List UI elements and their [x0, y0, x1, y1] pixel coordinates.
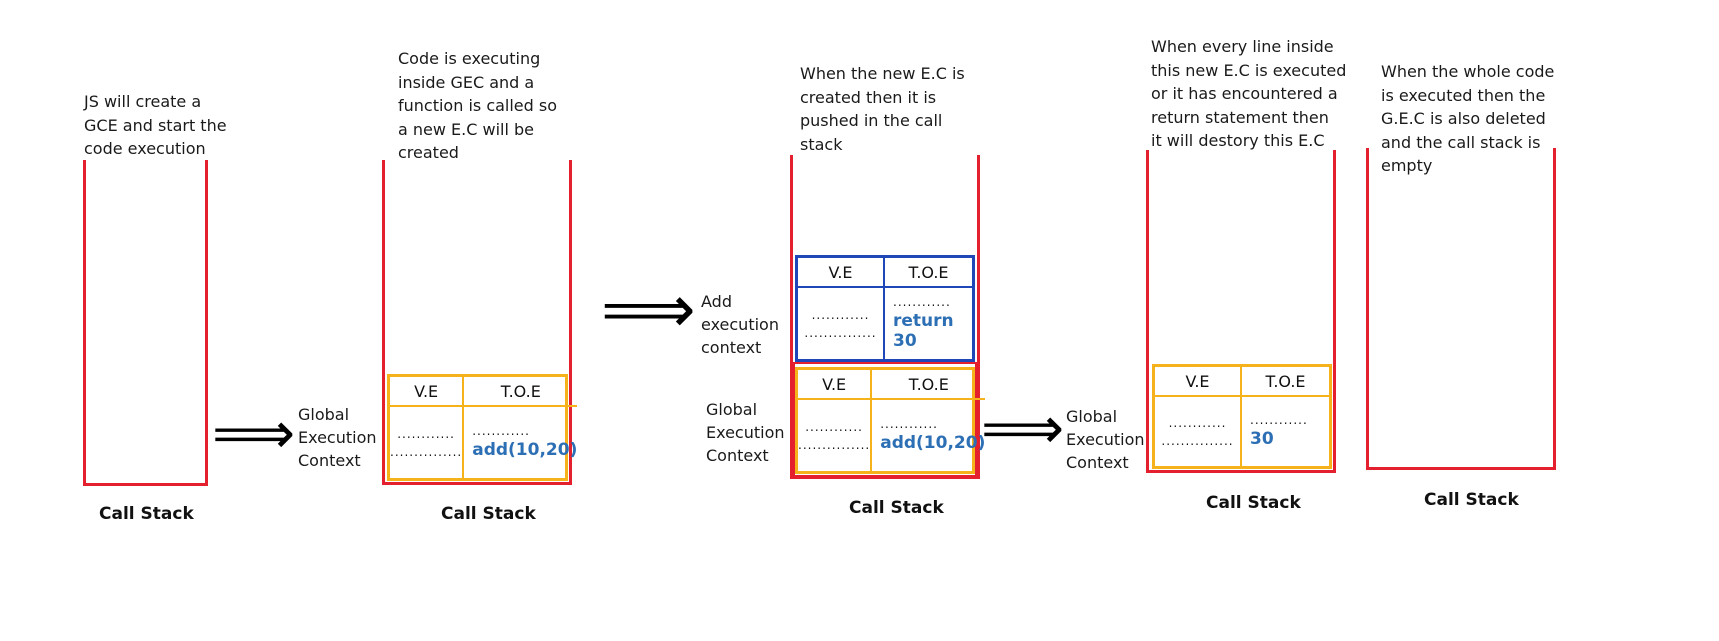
step2-note: Code is executing inside GEC and a funct…	[398, 49, 558, 162]
add-context-label-3: Add execution context	[701, 292, 779, 357]
arrow-1: ⟹	[212, 399, 296, 467]
ve-header: V.E	[798, 370, 873, 400]
call-stack-1	[83, 160, 208, 486]
arrow-3: ⟹	[981, 394, 1065, 462]
ve-body: ............ ...............	[1155, 397, 1242, 466]
call-stack-label-3: Call Stack	[849, 498, 944, 518]
ve-dots-1: ............	[397, 426, 455, 441]
ve-body: ............ ...............	[798, 288, 885, 359]
ve-dots-1: ............	[811, 307, 870, 322]
step1-note: JS will create a GCE and start the code …	[84, 92, 227, 158]
ve-header: V.E	[798, 258, 885, 288]
toe-value: return 30	[893, 311, 954, 351]
toe-header: T.O.E	[872, 370, 986, 400]
toe-dots: ............	[893, 295, 951, 309]
global-context-label-3: Global Execution Context	[706, 400, 785, 465]
toe-body: ............ return 30	[885, 288, 972, 359]
call-stack-4	[1146, 150, 1336, 473]
add-execution-context-3: V.E T.O.E ............ ............... .…	[795, 255, 975, 362]
ve-dots-1: ............	[805, 419, 863, 434]
global-execution-context-4: V.E T.O.E ............ ............... .…	[1152, 364, 1332, 469]
toe-value: add(10,20)	[880, 433, 986, 453]
ve-dots-2: ...............	[390, 444, 463, 459]
toe-value: add(10,20)	[472, 440, 578, 460]
call-stack-5	[1366, 148, 1556, 470]
toe-dots: ............	[472, 424, 530, 438]
arrow-2: ⟹	[601, 271, 696, 348]
call-stack-label-1: Call Stack	[99, 504, 194, 524]
call-stack-label-5: Call Stack	[1424, 490, 1519, 510]
global-context-label-2: Global Execution Context	[298, 405, 377, 470]
gec-frame-3	[793, 362, 977, 477]
global-execution-context-2: V.E T.O.E ............ ............... .…	[387, 374, 578, 481]
step4-note: When every line inside this new E.C is e…	[1151, 37, 1347, 150]
global-execution-context-3: V.E T.O.E ............ ............... .…	[795, 367, 986, 474]
call-stack-label-2: Call Stack	[441, 504, 536, 524]
toe-body: ............ add(10,20)	[872, 400, 985, 471]
ve-header: V.E	[1155, 367, 1242, 397]
toe-dots: ............	[880, 417, 938, 431]
toe-dots: ............	[1250, 413, 1308, 427]
ve-header: V.E	[390, 377, 465, 407]
ve-body: ............ ...............	[798, 400, 873, 471]
call-stack-2	[382, 160, 572, 485]
ve-dots-2: ...............	[804, 325, 877, 340]
ve-dots-1: ............	[1168, 415, 1227, 430]
step5-note: When the whole code is executed then the…	[1381, 62, 1555, 175]
call-stack-3	[790, 155, 980, 479]
toe-header: T.O.E	[1242, 367, 1329, 397]
call-stack-label-4: Call Stack	[1206, 493, 1301, 513]
ve-dots-2: ...............	[798, 437, 871, 452]
toe-body: ............ 30	[1242, 397, 1329, 466]
toe-header: T.O.E	[885, 258, 972, 288]
toe-header: T.O.E	[464, 377, 578, 407]
toe-body: ............ add(10,20)	[464, 407, 577, 478]
global-context-label-4: Global Execution Context	[1066, 407, 1145, 472]
toe-value: 30	[1250, 429, 1274, 449]
step3-note: When the new E.C is created then it is p…	[800, 64, 965, 154]
ve-body: ............ ...............	[390, 407, 465, 478]
ve-dots-2: ...............	[1161, 433, 1234, 448]
